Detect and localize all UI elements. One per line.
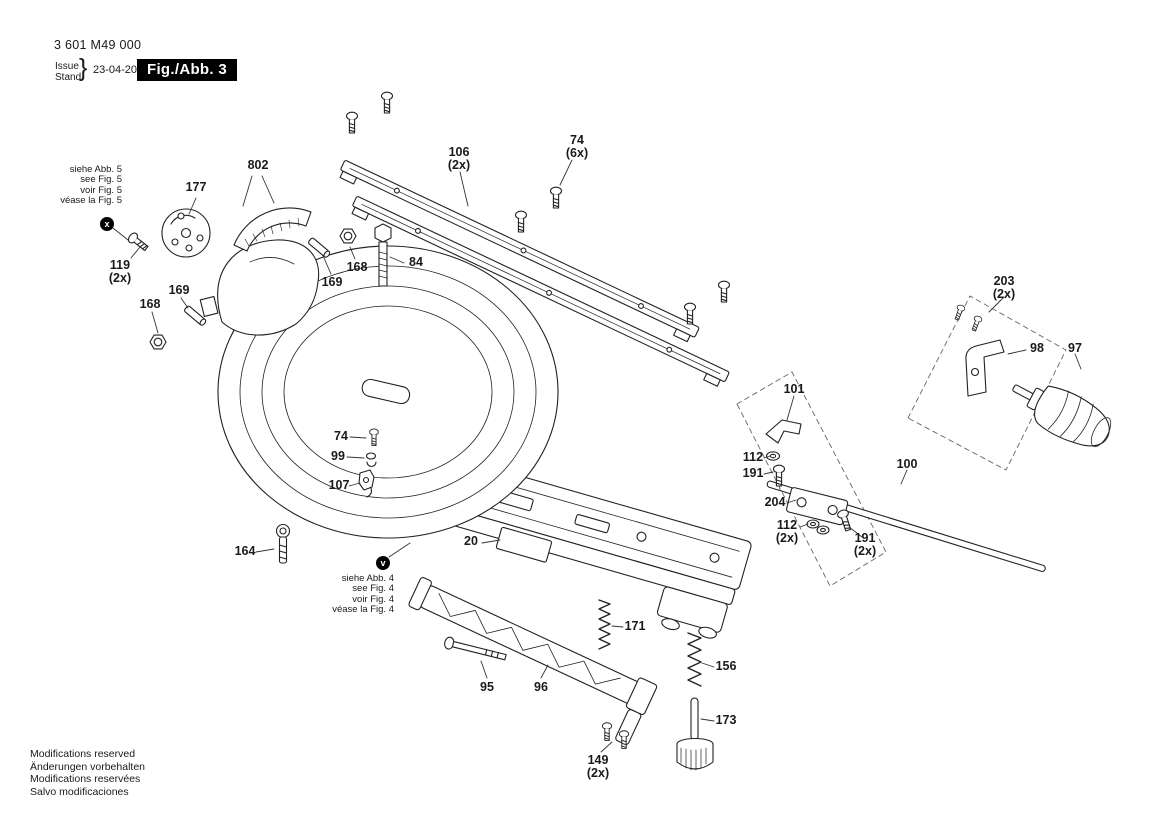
clip-101 <box>765 419 802 444</box>
notice-line: Modifications reservées <box>30 773 141 786</box>
pin-169-left <box>184 305 207 326</box>
ref-line: siehe Abb. 5 <box>69 164 122 175</box>
washers-112-2x <box>806 519 830 535</box>
callout-149: 149(2x) <box>586 753 610 780</box>
callout-169-left: 169 <box>168 283 190 297</box>
callout-97: 97 <box>1068 341 1082 355</box>
callout-171: 171 <box>624 619 646 633</box>
screw-164 <box>275 523 291 564</box>
spring-156 <box>687 632 702 687</box>
callout-112: 112 <box>742 450 764 464</box>
notice-line: Modifications reserved <box>30 748 136 760</box>
callout-156: 156 <box>715 659 737 673</box>
issue-label: Issue <box>55 61 79 72</box>
callout-20: 20 <box>464 534 478 548</box>
callout-106: 106(2x) <box>447 145 471 172</box>
pin-169-right <box>308 237 331 258</box>
callout-191: 191 <box>742 466 764 480</box>
callout-95: 95 <box>480 680 494 694</box>
angle-scale-802 <box>233 207 312 252</box>
knob-97 <box>1012 384 1112 448</box>
ref-line: siehe Abb. 4 <box>341 573 394 584</box>
callout-168-right: 168 <box>346 260 368 274</box>
spring-171 <box>598 599 611 650</box>
leader-lines <box>112 159 1082 753</box>
fence-rail-upper <box>339 160 700 343</box>
nut-168-left <box>149 334 167 350</box>
callout-74-rails: 74(6x) <box>565 133 589 160</box>
fence-rail-lower <box>351 196 730 387</box>
washer-112 <box>765 451 781 461</box>
callout-98: 98 <box>1030 341 1044 355</box>
callout-99: 99 <box>331 449 345 463</box>
ref-line: voir Fig. 5 <box>80 184 122 196</box>
callout-74: 74 <box>334 429 348 443</box>
callout-112-2x: 112(2x) <box>775 518 799 545</box>
modifications-notice: Modifications reserved Änderungen vorbeh… <box>30 748 145 798</box>
callout-802: 802 <box>247 158 269 172</box>
callout-169-right: 169 <box>321 275 343 289</box>
reference-fig4: siehe Abb. 4 see Fig. 4 voir Fig. 4 véas… <box>302 573 394 615</box>
callout-203: 203(2x) <box>992 274 1016 301</box>
callout-191-2x: 191(2x) <box>853 531 877 558</box>
nut-168-right <box>339 228 357 244</box>
callout-168-left: 168 <box>139 297 161 311</box>
callout-96: 96 <box>534 680 548 694</box>
clip-99 <box>365 452 377 468</box>
callout-177: 177 <box>185 180 207 194</box>
bracket-98 <box>965 339 1005 397</box>
ref-marker-v: v <box>376 556 390 570</box>
reference-fig5: siehe Abb. 5 see Fig. 5 voir Fig. 5 véas… <box>30 164 122 206</box>
callout-100: 100 <box>896 457 918 471</box>
lock-plate-177 <box>161 208 211 258</box>
construction-lines <box>736 295 1067 587</box>
insert-plate-20 <box>495 526 553 563</box>
callout-164: 164 <box>234 544 256 558</box>
callout-173: 173 <box>715 713 737 727</box>
callout-107: 107 <box>328 478 350 492</box>
bolt-84 <box>374 223 392 287</box>
notice-line: Änderungen vorbehalten <box>30 760 146 773</box>
ref-marker-x: x <box>100 217 114 231</box>
issue-date: 23-04-20 <box>93 64 138 76</box>
ref-line: see Fig. 5 <box>80 174 122 186</box>
support-leg-96 <box>408 577 658 745</box>
callout-84: 84 <box>409 255 423 269</box>
notice-line: Salvo modificaciones <box>30 785 129 798</box>
figure-badge: Fig./Abb. 3 <box>137 59 237 81</box>
stand-label: Stand <box>55 72 82 83</box>
ref-line: voir Fig. 4 <box>352 593 394 605</box>
screw-95 <box>444 636 507 661</box>
brace-glyph: } <box>79 54 88 82</box>
part-number: 3 601 M49 000 <box>54 38 142 52</box>
screws-203 <box>952 303 984 333</box>
callout-101: 101 <box>783 382 805 396</box>
blade-housing <box>199 239 559 539</box>
knob-pin-173 <box>676 697 714 771</box>
ref-line: véase la Fig. 4 <box>332 603 394 615</box>
ref-line: see Fig. 4 <box>352 583 394 595</box>
ref-line: véase la Fig. 5 <box>60 194 122 206</box>
callout-119: 119(2x) <box>108 258 132 285</box>
callout-204: 204 <box>764 495 786 509</box>
